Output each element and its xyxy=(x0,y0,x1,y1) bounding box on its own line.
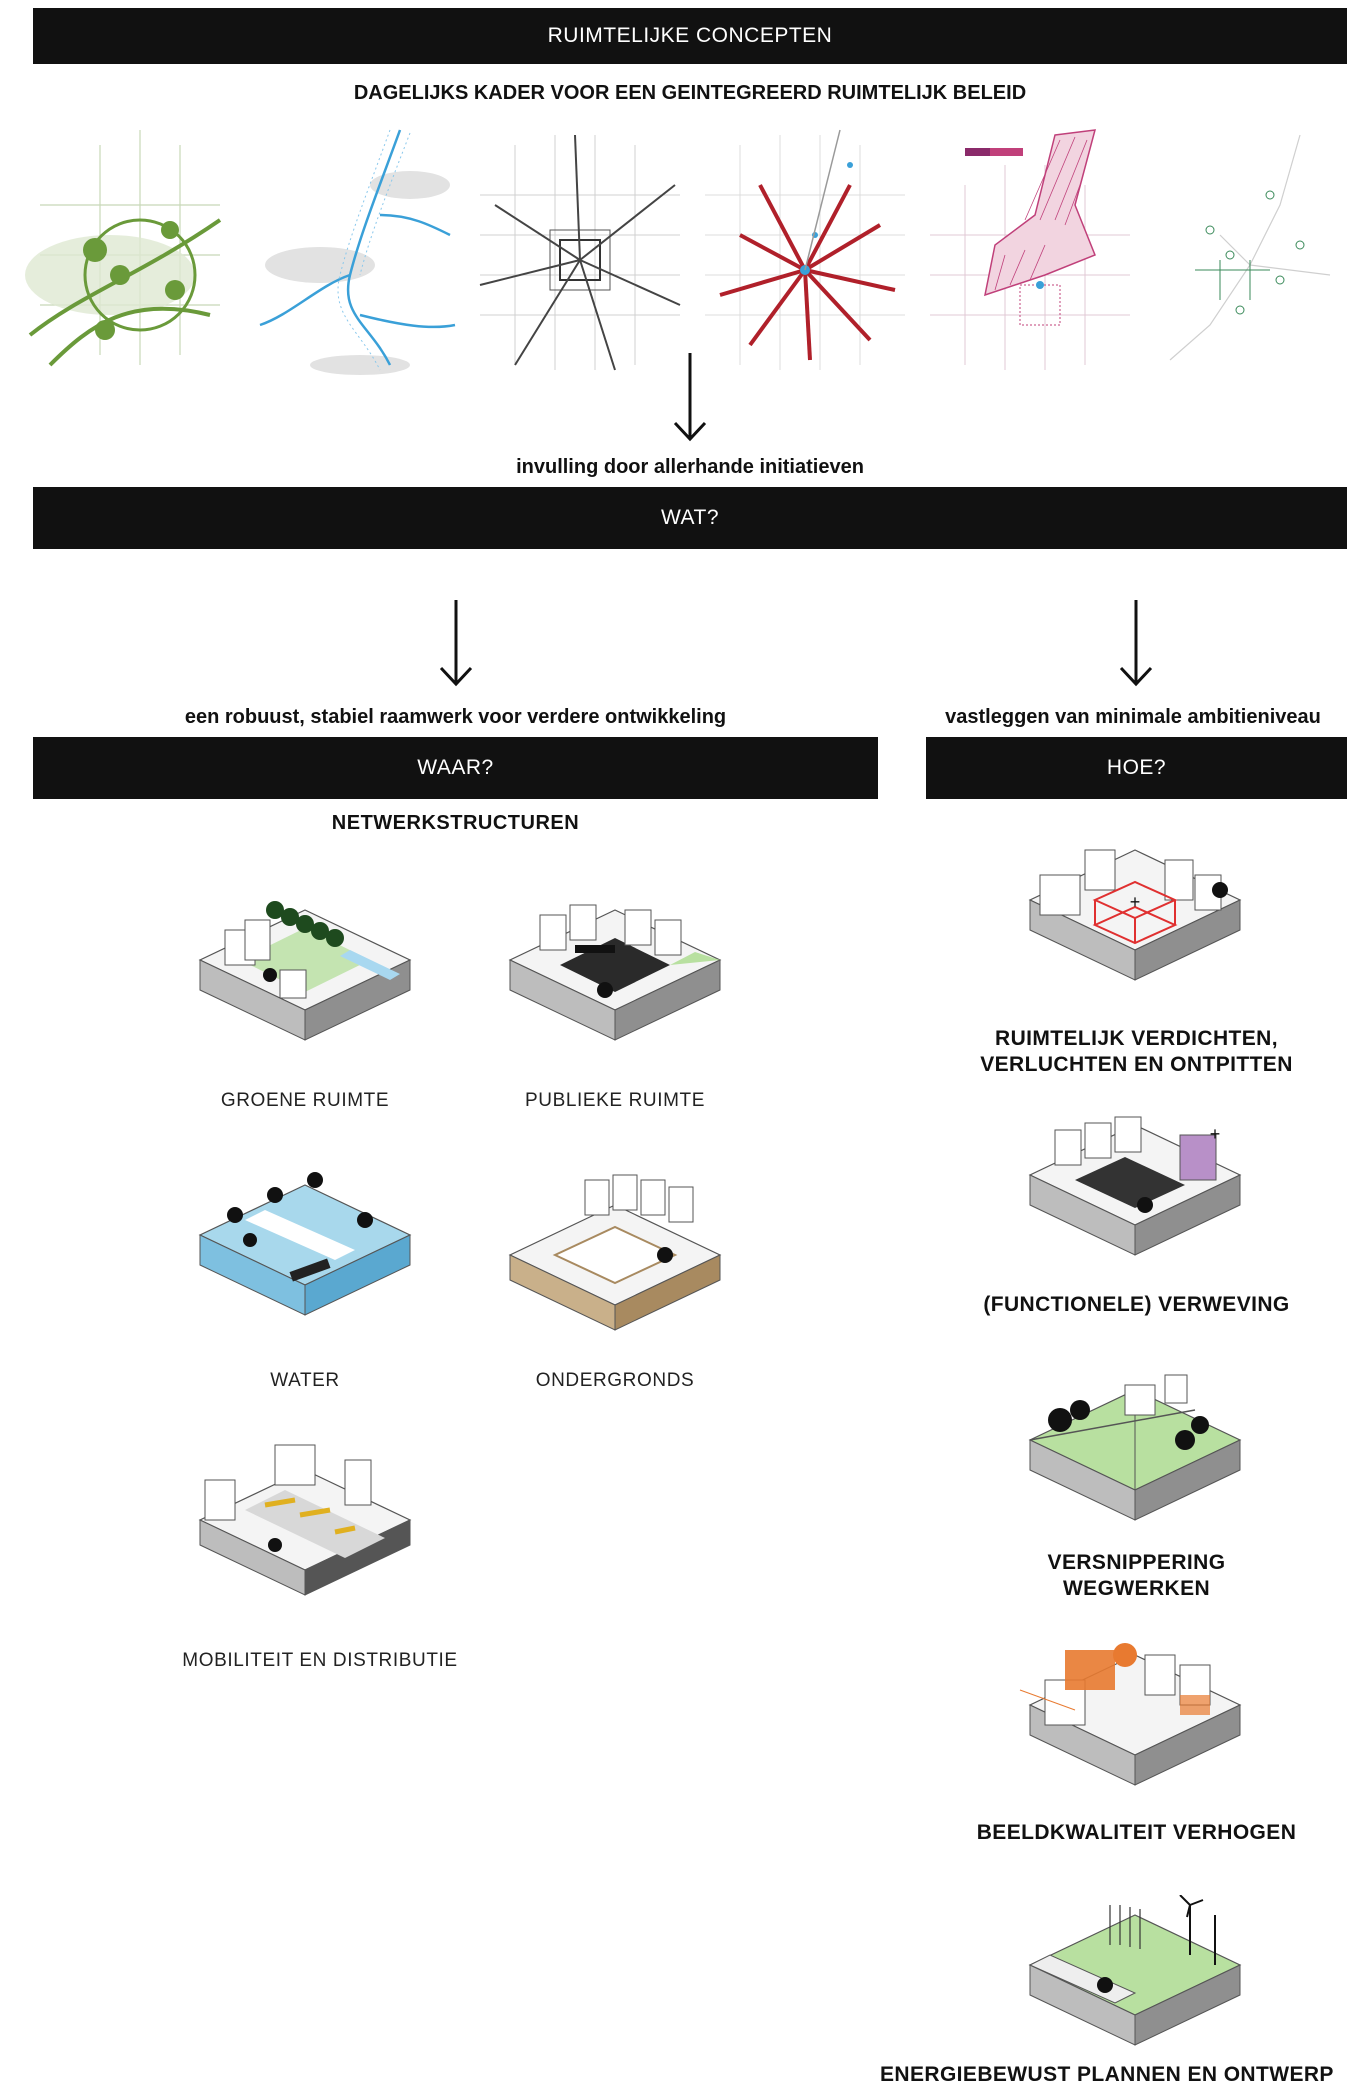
underground-block xyxy=(508,1174,722,1331)
arrow-down-icon xyxy=(673,353,707,442)
initiatives-caption: invulling door allerhande initiatieven xyxy=(516,456,864,478)
hoe-item-label: BEELDKWALITEIT VERHOGEN xyxy=(976,1821,1297,1844)
concept-sketch-hatched xyxy=(925,125,1135,375)
hoe-item-label: (FUNCTIONELE) VERWEVING xyxy=(983,1293,1290,1316)
concept-sketch-grid xyxy=(475,125,685,375)
hoe-label: HOE? xyxy=(1106,756,1167,779)
wat-bar: WAT? xyxy=(33,487,1347,549)
arrow-down-icon xyxy=(439,600,473,687)
concept-sketch-radial xyxy=(700,125,910,375)
waar-item-label: ONDERGRONDS xyxy=(535,1370,695,1391)
wat-label: WAT? xyxy=(661,506,719,529)
fragmentation-block xyxy=(1028,1374,1242,1521)
waar-item-label: WATER xyxy=(270,1370,340,1391)
densify-block: + xyxy=(1015,830,1255,1000)
waar-label: WAAR? xyxy=(417,756,494,779)
netwerkstructuren-heading: NETWERKSTRUCTUREN xyxy=(331,812,580,834)
svg-text:+: + xyxy=(1130,892,1141,912)
mixing-block: + xyxy=(1015,1116,1255,1275)
energy-block xyxy=(1028,1895,1242,2046)
waar-item-label: MOBILITEIT EN DISTRIBUTIE xyxy=(182,1650,458,1671)
concept-sketch-villages xyxy=(1150,125,1350,375)
hoe-item-label: ENERGIEBEWUST PLANNEN EN ONTWERP xyxy=(880,2063,1334,2086)
mobility-block xyxy=(198,1444,412,1596)
public-space-block xyxy=(495,904,735,1060)
water-block xyxy=(198,1172,412,1316)
waar-caption: een robuust, stabiel raamwerk voor verde… xyxy=(184,706,727,728)
hoe-item-label: VERSNIPPERING WEGWERKEN xyxy=(1047,1551,1226,1600)
concept-sketch-green xyxy=(20,125,230,375)
arrow-down-icon xyxy=(1119,600,1153,687)
hoe-caption: vastleggen van minimale ambitieniveau xyxy=(945,706,1321,728)
svg-text:+: + xyxy=(1210,1124,1221,1144)
hoe-bar: HOE? xyxy=(926,737,1347,799)
header-bar: RUIMTELIJKE CONCEPTEN xyxy=(33,8,1347,64)
waar-item-label: GROENE RUIMTE xyxy=(220,1090,390,1111)
header-title: RUIMTELIJKE CONCEPTEN xyxy=(547,24,833,47)
green-space-block xyxy=(185,901,425,1060)
header-subtitle: DAGELIJKS KADER VOOR EEN GEINTEGREERD RU… xyxy=(353,82,1027,104)
hoe-item-label: RUIMTELIJK VERDICHTEN, VERLUCHTEN EN ONT… xyxy=(980,1027,1293,1076)
waar-item-label: PUBLIEKE RUIMTE xyxy=(524,1090,706,1111)
waar-bar: WAAR? xyxy=(33,737,878,799)
image-quality-block xyxy=(1019,1643,1255,1805)
concept-sketch-water xyxy=(250,125,460,375)
